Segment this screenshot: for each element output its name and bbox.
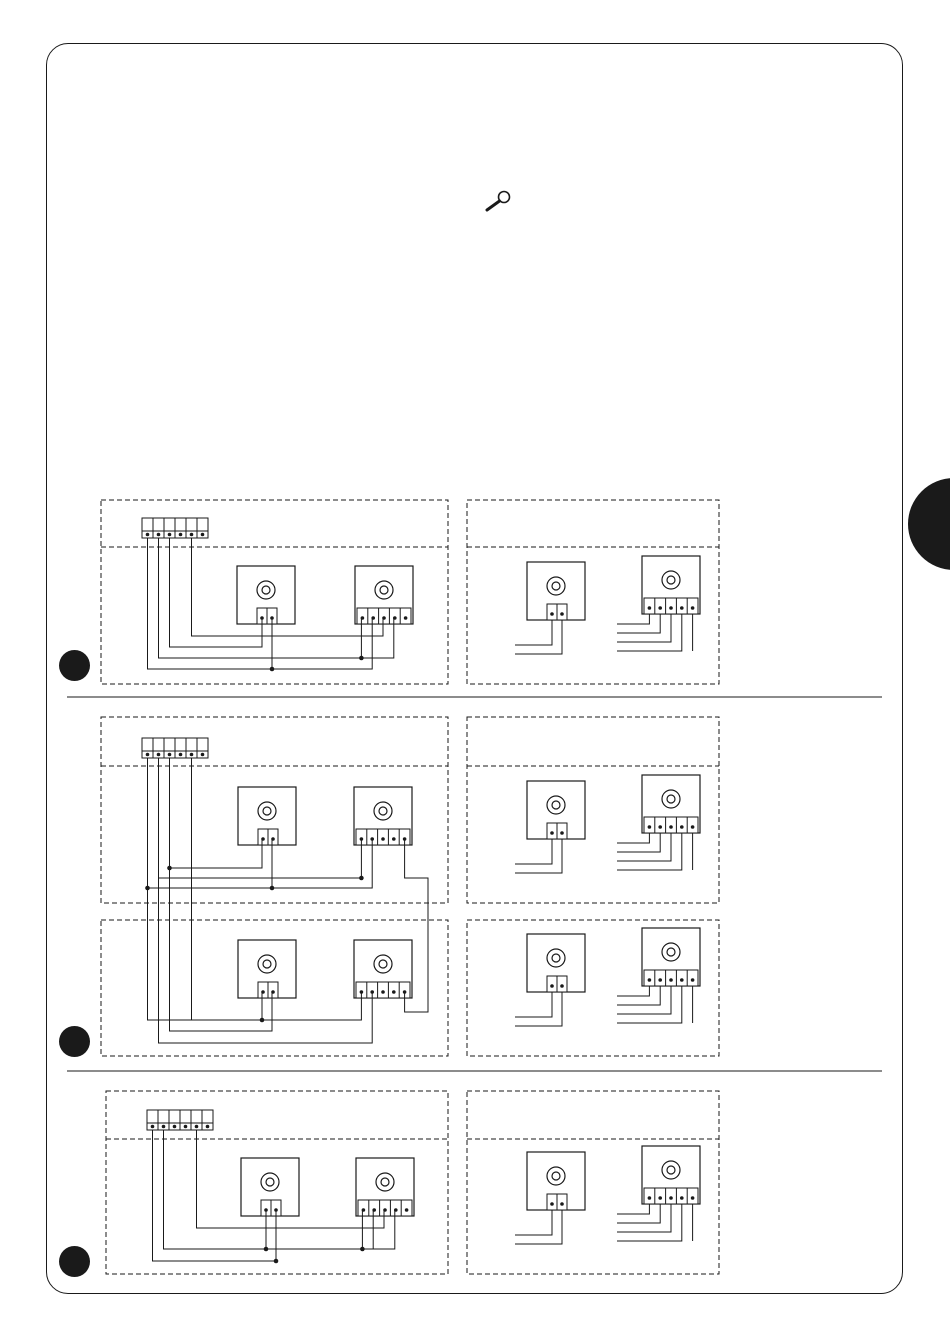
figure-b-badge [59, 1026, 90, 1057]
terminal-block [142, 738, 208, 758]
figure-b-right-devices-bottom [515, 928, 700, 1026]
figure-b-right-devices-top [515, 775, 700, 873]
photocell-transmitter-1 [238, 787, 296, 845]
photocell-receiver [355, 566, 413, 624]
photocell-transmitter-2 [238, 940, 296, 998]
figure-c-wiring [147, 1110, 700, 1263]
photocell-receiver-1 [354, 787, 412, 845]
photocell-receiver [356, 1158, 414, 1216]
figure-c-badge [59, 1246, 90, 1277]
figure-a-right-devices [515, 556, 700, 654]
photocell-receiver-2 [354, 940, 412, 998]
photocell-transmitter [237, 566, 295, 624]
photocell-transmitter [241, 1158, 299, 1216]
figure-c-right-devices [515, 1146, 700, 1244]
figure-b-wiring [142, 738, 700, 1043]
figure-a-badge [59, 650, 90, 681]
terminal-block [147, 1110, 213, 1130]
figure-a-wiring [142, 518, 700, 671]
terminal-block [142, 518, 208, 538]
